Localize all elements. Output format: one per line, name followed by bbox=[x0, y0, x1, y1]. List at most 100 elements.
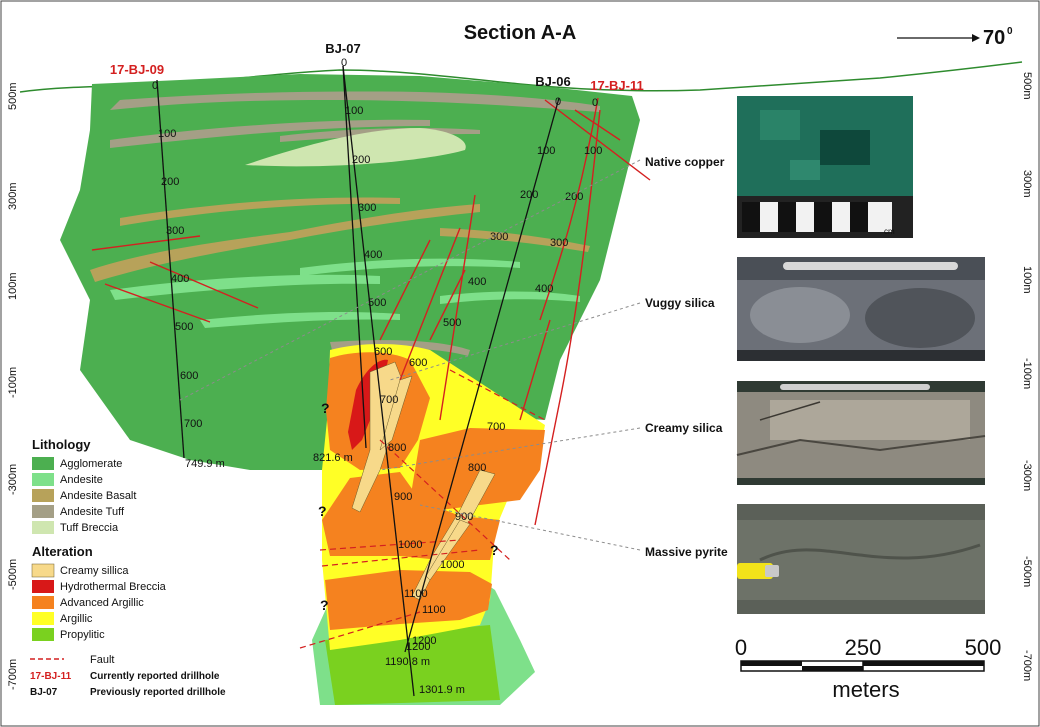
propylitic-zone bbox=[325, 625, 500, 705]
svg-text:-500m: -500m bbox=[1021, 556, 1033, 587]
core-photo-creamy-silica bbox=[736, 381, 986, 485]
depth-ticks-17-BJ-11: 0 100 200 300 400 bbox=[535, 97, 602, 295]
scale-tick-500: 500 bbox=[965, 635, 1002, 660]
drillhole-label-BJ-06: BJ-06 bbox=[535, 74, 570, 89]
scale-tick-0: 0 bbox=[735, 635, 747, 660]
legend-label-argillic: Argillic bbox=[60, 613, 93, 625]
agglomerate-body bbox=[60, 74, 640, 470]
legend-alteration-title: Alteration bbox=[32, 544, 93, 559]
svg-text:100: 100 bbox=[537, 145, 555, 157]
svg-text:-100m: -100m bbox=[1021, 358, 1033, 389]
andesite-basalt-band bbox=[440, 228, 590, 252]
svg-text:600: 600 bbox=[374, 346, 392, 358]
svg-text:700: 700 bbox=[487, 421, 505, 433]
callout-vuggy-silica: Vuggy silica bbox=[645, 296, 715, 310]
svg-text:1200: 1200 bbox=[412, 635, 436, 647]
legend-label-fault: Fault bbox=[90, 654, 114, 666]
legend-swatch-andesite bbox=[32, 473, 54, 486]
andesite-band bbox=[440, 291, 580, 304]
svg-text:600: 600 bbox=[180, 370, 198, 382]
legend-lithology-title: Lithology bbox=[32, 437, 91, 452]
creamy-silica-veins bbox=[351, 361, 496, 601]
orientation-arrow: 70 0 bbox=[897, 26, 1013, 49]
svg-text:100: 100 bbox=[158, 128, 176, 140]
drillhole-traces bbox=[156, 65, 560, 697]
svg-text:800: 800 bbox=[468, 462, 486, 474]
svg-text:400: 400 bbox=[364, 249, 382, 261]
scale-tick-250: 250 bbox=[845, 635, 882, 660]
legend-swatch-hydrothermal-breccia bbox=[32, 580, 54, 593]
end-depth-BJ-07: 1301.9 m bbox=[419, 684, 465, 696]
legend-label-hydrothermal-breccia: Hydrothermal Breccia bbox=[60, 581, 167, 593]
fault-lines bbox=[91, 99, 651, 526]
section-title: Section A-A bbox=[464, 22, 577, 44]
andesite-band bbox=[110, 274, 380, 300]
svg-text:700: 700 bbox=[184, 418, 202, 430]
legend-swatch-andesite-basalt bbox=[32, 489, 54, 502]
svg-text:900: 900 bbox=[455, 511, 473, 523]
legend-swatch-argillic bbox=[32, 612, 54, 625]
scale-bar: 0 250 500 meters bbox=[735, 635, 1001, 702]
legend-previous-sample: BJ-07 bbox=[30, 687, 58, 698]
svg-text:200: 200 bbox=[565, 191, 583, 203]
core-photo-vuggy-silica bbox=[737, 257, 985, 361]
callout-creamy-silica: Creamy silica bbox=[645, 421, 723, 435]
callout-leaders bbox=[179, 159, 641, 551]
drillhole-BJ-07-upper bbox=[342, 65, 367, 449]
andesite-basalt-band bbox=[90, 204, 480, 282]
legend: Lithology Agglomerate Andesite Andesite … bbox=[30, 437, 226, 698]
svg-text:500: 500 bbox=[443, 317, 461, 329]
legend-label-tuff-breccia: Tuff Breccia bbox=[60, 522, 119, 534]
callout-native-copper: Native copper bbox=[645, 155, 725, 169]
svg-text:100m: 100m bbox=[7, 272, 19, 300]
question-mark: ? bbox=[318, 503, 327, 519]
drillhole-BJ-06-trace bbox=[404, 97, 560, 653]
legend-label-agglomerate: Agglomerate bbox=[60, 458, 122, 470]
legend-swatch-tuff-breccia bbox=[32, 521, 54, 534]
svg-text:200: 200 bbox=[352, 154, 370, 166]
svg-text:500m: 500m bbox=[7, 82, 19, 110]
photo-scale-unit: cm bbox=[884, 227, 895, 236]
legend-swatch-advanced-argillic bbox=[32, 596, 54, 609]
orientation-degree: 0 bbox=[1007, 26, 1013, 37]
advanced-argillic-zone bbox=[410, 428, 545, 510]
svg-text:-100m: -100m bbox=[7, 367, 19, 398]
legend-label-creamy-silica: Creamy sillica bbox=[60, 565, 129, 577]
tuff-breccia-lens bbox=[245, 128, 466, 167]
svg-text:-700m: -700m bbox=[1021, 650, 1033, 681]
legend-current-sample: 17-BJ-11 bbox=[30, 671, 72, 682]
svg-text:100m: 100m bbox=[1021, 266, 1033, 294]
svg-text:-300m: -300m bbox=[7, 464, 19, 495]
drillhole-17-BJ-11-trace bbox=[539, 97, 599, 321]
legend-label-previous: Previously reported drillhole bbox=[90, 687, 226, 698]
svg-text:400: 400 bbox=[468, 276, 486, 288]
svg-text:300m: 300m bbox=[1021, 170, 1033, 198]
core-photo-native-copper: cm bbox=[737, 96, 913, 238]
svg-text:1000: 1000 bbox=[398, 539, 422, 551]
legend-label-andesite-tuff: Andesite Tuff bbox=[60, 506, 125, 518]
orientation-label: 70 bbox=[983, 27, 1005, 49]
svg-text:300m: 300m bbox=[7, 182, 19, 210]
legend-label-current: Currently reported drillhole bbox=[90, 671, 220, 682]
svg-text:0: 0 bbox=[592, 97, 598, 109]
svg-text:1200: 1200 bbox=[406, 641, 430, 653]
inferred-faults bbox=[299, 369, 546, 649]
legend-label-propylitic: Propylitic bbox=[60, 629, 105, 641]
svg-text:300: 300 bbox=[490, 231, 508, 243]
svg-text:-500m: -500m bbox=[7, 559, 19, 590]
svg-text:0: 0 bbox=[555, 96, 561, 108]
andesite-tuff-band bbox=[110, 91, 600, 112]
depth-ticks-BJ-06: 0 100 200 300 400 500 600 700 800 900 10… bbox=[406, 96, 561, 653]
drillhole-BJ-07-trace bbox=[342, 65, 415, 697]
end-depth-BJ-06: 1190.8 m bbox=[385, 656, 430, 668]
depth-ticks-BJ-07: 0 100 200 300 400 500 600 700 800 900 10… bbox=[341, 57, 436, 647]
svg-text:400: 400 bbox=[535, 283, 553, 295]
legend-swatch-creamy-silica bbox=[31, 563, 55, 578]
callout-massive-pyrite: Massive pyrite bbox=[645, 545, 728, 559]
legend-swatch-agglomerate bbox=[32, 457, 54, 470]
andesite-band bbox=[200, 312, 400, 328]
legend-swatch-propylitic bbox=[32, 628, 54, 641]
svg-text:100: 100 bbox=[345, 105, 363, 117]
